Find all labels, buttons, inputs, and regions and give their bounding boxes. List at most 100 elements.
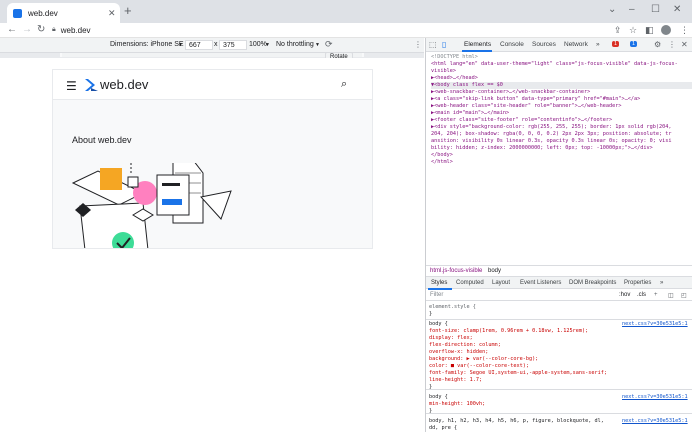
devtools-panel: ⬚ ▯ Elements Console Sources Network » 1… [425, 38, 692, 432]
chevron-down-icon[interactable]: ⌄ [608, 4, 617, 15]
style-rule-line[interactable]: color: ■ var(--color-core-text); [429, 363, 529, 369]
dom-node-line[interactable]: <html lang="en" data-user-theme="light" … [431, 61, 678, 67]
media-query-ruler[interactable] [0, 53, 424, 58]
browser-menu-icon[interactable]: ⋮ [680, 25, 689, 35]
device-options-icon[interactable]: ⋮ [414, 40, 422, 49]
site-logo-text[interactable]: web.dev [100, 77, 149, 92]
computed-sidebar-icon[interactable]: ◫ [668, 293, 674, 299]
style-rule-line[interactable]: body, h1, h2, h3, h4, h5, h6, p, figure,… [429, 418, 604, 424]
stylesheet-source-link[interactable]: next.css?v=30e531e5:1 [622, 321, 688, 327]
rendering-emulation-icon[interactable]: ◰ [681, 293, 687, 299]
dom-node-line[interactable]: <!DOCTYPE html> [431, 54, 478, 60]
dom-node-line[interactable]: ▶<div style="background-color: rgb(255, … [431, 124, 672, 130]
stylesheet-source-link[interactable]: next.css?v=30e531e5:1 [622, 418, 688, 424]
back-icon[interactable]: ← [7, 24, 17, 35]
dom-node-line[interactable]: ▶<web-snackbar-container>…</web-snackbar… [431, 89, 591, 95]
close-tab-icon[interactable]: ✕ [108, 7, 116, 18]
hamburger-menu-icon[interactable]: ☰ [66, 79, 77, 93]
dom-node-line[interactable]: ▶<head>…</head> [431, 75, 478, 81]
style-rule-line[interactable]: element.style { [429, 304, 476, 310]
styles-tabbar: Styles Computed Layout Event Listeners D… [426, 276, 692, 290]
message-count-badge[interactable]: 1 [630, 41, 638, 47]
profile-avatar[interactable] [661, 25, 671, 35]
search-icon[interactable]: ⌕ [341, 78, 348, 90]
device-toggle-icon[interactable]: ▯ [442, 40, 447, 49]
style-rule-line[interactable]: dd, pre { [429, 425, 458, 431]
dom-node-line[interactable]: ansition: visibility 0s linear 0.3s, opa… [431, 138, 672, 144]
devtools-menu-icon[interactable]: ⋮ [668, 40, 676, 49]
style-rule-line[interactable]: overflow-x: hidden; [429, 349, 489, 355]
error-count-badge[interactable]: 1 [612, 41, 620, 47]
device-toolbar: Dimensions: iPhone SE ▼ 667 x 375 100% ▼… [0, 38, 424, 53]
dom-node-line[interactable]: ▶<web-header class="site-header" role="b… [431, 103, 622, 109]
styles-filter-bar: Filter :hov .cls + ◫ ◰ [426, 289, 692, 301]
forward-icon[interactable]: → [22, 24, 32, 35]
breadcrumb-html[interactable]: html.js-focus-visible [430, 268, 483, 274]
tab-console[interactable]: Console [500, 41, 524, 48]
emulated-viewport: ☰ web.dev ⌕ About web.dev [0, 58, 424, 432]
device-screen[interactable]: ☰ web.dev ⌕ About web.dev [52, 69, 373, 249]
style-rule-line[interactable]: font-family: Segoe UI,system-ui,-apple-s… [429, 370, 608, 376]
style-rule-line[interactable]: body { [429, 394, 448, 400]
style-rule-line[interactable]: display: flex; [429, 335, 473, 341]
hover-state-toggle[interactable]: :hov [619, 292, 631, 298]
stylesheet-source-link[interactable]: next.css?v=30e531e5:1 [622, 394, 688, 400]
browser-tab[interactable]: web.dev ✕ [7, 3, 120, 23]
style-rule-line[interactable]: } [429, 408, 433, 414]
tab-layout[interactable]: Layout [492, 280, 511, 286]
tab-elements[interactable]: Elements [464, 41, 492, 48]
more-style-tabs-button[interactable]: » [660, 280, 664, 286]
style-rule-line[interactable]: } [429, 384, 433, 390]
dom-node-line[interactable]: </html> [431, 159, 453, 165]
lock-icon[interactable]: 🔒︎ [52, 26, 56, 33]
tab-dom-breakpoints[interactable]: DOM Breakpoints [569, 280, 617, 286]
inspect-element-icon[interactable]: ⬚ [429, 40, 437, 49]
address-bar[interactable]: 🔒︎ web.dev [52, 24, 457, 36]
class-toggle[interactable]: .cls [637, 292, 646, 298]
zoom-dropdown[interactable]: 100% [249, 41, 267, 48]
throttling-dropdown[interactable]: No throttling [276, 41, 314, 48]
minimize-icon[interactable]: – [629, 4, 635, 15]
more-tabs-button[interactable]: » [596, 41, 600, 48]
side-panel-icon[interactable]: ◧ [645, 25, 654, 35]
dom-node-line[interactable]: ▶<main id="main">…</main> [431, 110, 510, 116]
dom-node-line[interactable]: </body> [431, 152, 453, 158]
style-rule-line[interactable]: background: ▶ var(--color-core-bg); [429, 356, 539, 362]
tab-sources[interactable]: Sources [532, 41, 556, 48]
dom-node-line[interactable]: ▼<body class flex == $0 [431, 82, 692, 89]
height-input[interactable]: 375 [219, 40, 247, 50]
maximize-icon[interactable]: ☐ [651, 4, 660, 15]
rotate-icon[interactable]: ⟳ [325, 39, 333, 49]
dom-node-line[interactable]: 204, 204); box-shadow: rgba(0, 0, 0, 0.2… [431, 131, 672, 137]
close-devtools-icon[interactable]: ✕ [681, 40, 688, 49]
style-rule-line[interactable]: } [429, 311, 433, 317]
tab-event-listeners[interactable]: Event Listeners [520, 280, 562, 286]
dom-node-line[interactable]: ▶<footer class="site-footer" role="conte… [431, 117, 613, 123]
style-rule-line[interactable]: line-height: 1.7; [429, 377, 483, 383]
styles-filter-input[interactable]: Filter [430, 292, 444, 298]
close-window-icon[interactable]: ✕ [673, 4, 682, 15]
tab-computed[interactable]: Computed [456, 280, 484, 286]
bookmark-star-icon[interactable]: ☆ [629, 25, 638, 35]
tab-network[interactable]: Network [564, 41, 588, 48]
dom-node-line[interactable]: ▶<a class="skip-link button" data-type="… [431, 96, 641, 102]
style-rule-line[interactable]: flex-direction: column; [429, 342, 501, 348]
share-icon[interactable]: ⇪ [614, 25, 622, 35]
style-rule-line[interactable]: min-height: 100vh; [429, 401, 486, 407]
style-rule-line[interactable]: font-size: clamp(1rem, 0.96rem + 0.18vw,… [429, 328, 589, 334]
new-tab-icon[interactable]: + [124, 3, 132, 18]
dimensions-dropdown[interactable]: Dimensions: iPhone SE [110, 41, 184, 48]
add-rule-icon[interactable]: + [654, 292, 658, 298]
dom-tree[interactable]: <!DOCTYPE html><html lang="en" data-user… [426, 53, 692, 265]
settings-gear-icon[interactable]: ⚙ [654, 40, 662, 49]
style-rule-line[interactable]: body { [429, 321, 448, 327]
tab-properties[interactable]: Properties [624, 280, 652, 286]
breadcrumb-body[interactable]: body [488, 268, 502, 274]
dom-node-line[interactable]: visible> [431, 68, 456, 74]
tab-styles[interactable]: Styles [431, 280, 448, 286]
dom-node-line[interactable]: bility: hidden; z-index: 2000000000; lef… [431, 145, 653, 151]
width-input[interactable]: 667 [185, 40, 213, 50]
reload-icon[interactable]: ↻ [37, 24, 46, 35]
styles-pane[interactable]: element.style {} body { next.css?v=30e531e… [426, 301, 692, 432]
web-dev-logo-icon[interactable] [85, 79, 98, 91]
